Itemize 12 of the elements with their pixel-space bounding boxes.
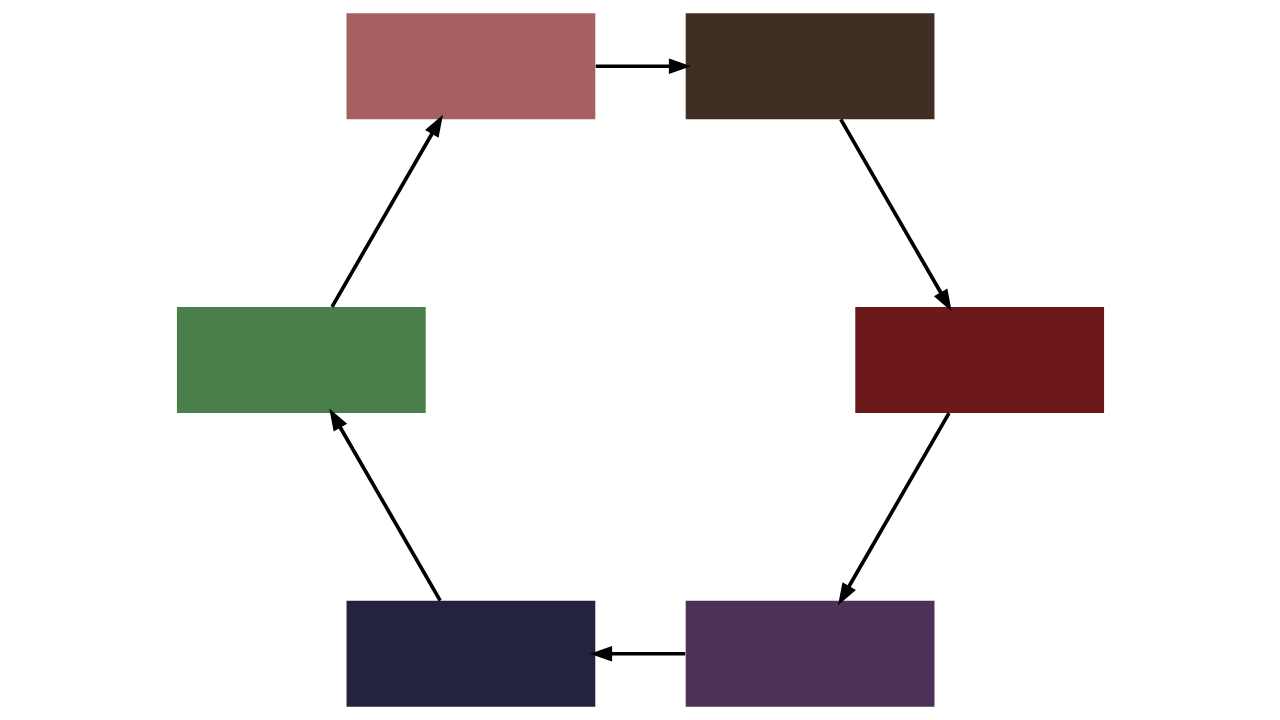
- arrow: [838, 118, 952, 312]
- arrow: [589, 645, 685, 662]
- node-box: [346, 600, 595, 707]
- arrow: [837, 412, 951, 606]
- node-box: [685, 13, 934, 120]
- node-box: [854, 307, 1104, 413]
- node-box: [685, 600, 934, 707]
- node-box: [176, 307, 426, 413]
- arrow: [329, 114, 443, 308]
- node-box: [346, 13, 595, 120]
- arrow: [595, 58, 691, 75]
- arrow: [328, 408, 442, 602]
